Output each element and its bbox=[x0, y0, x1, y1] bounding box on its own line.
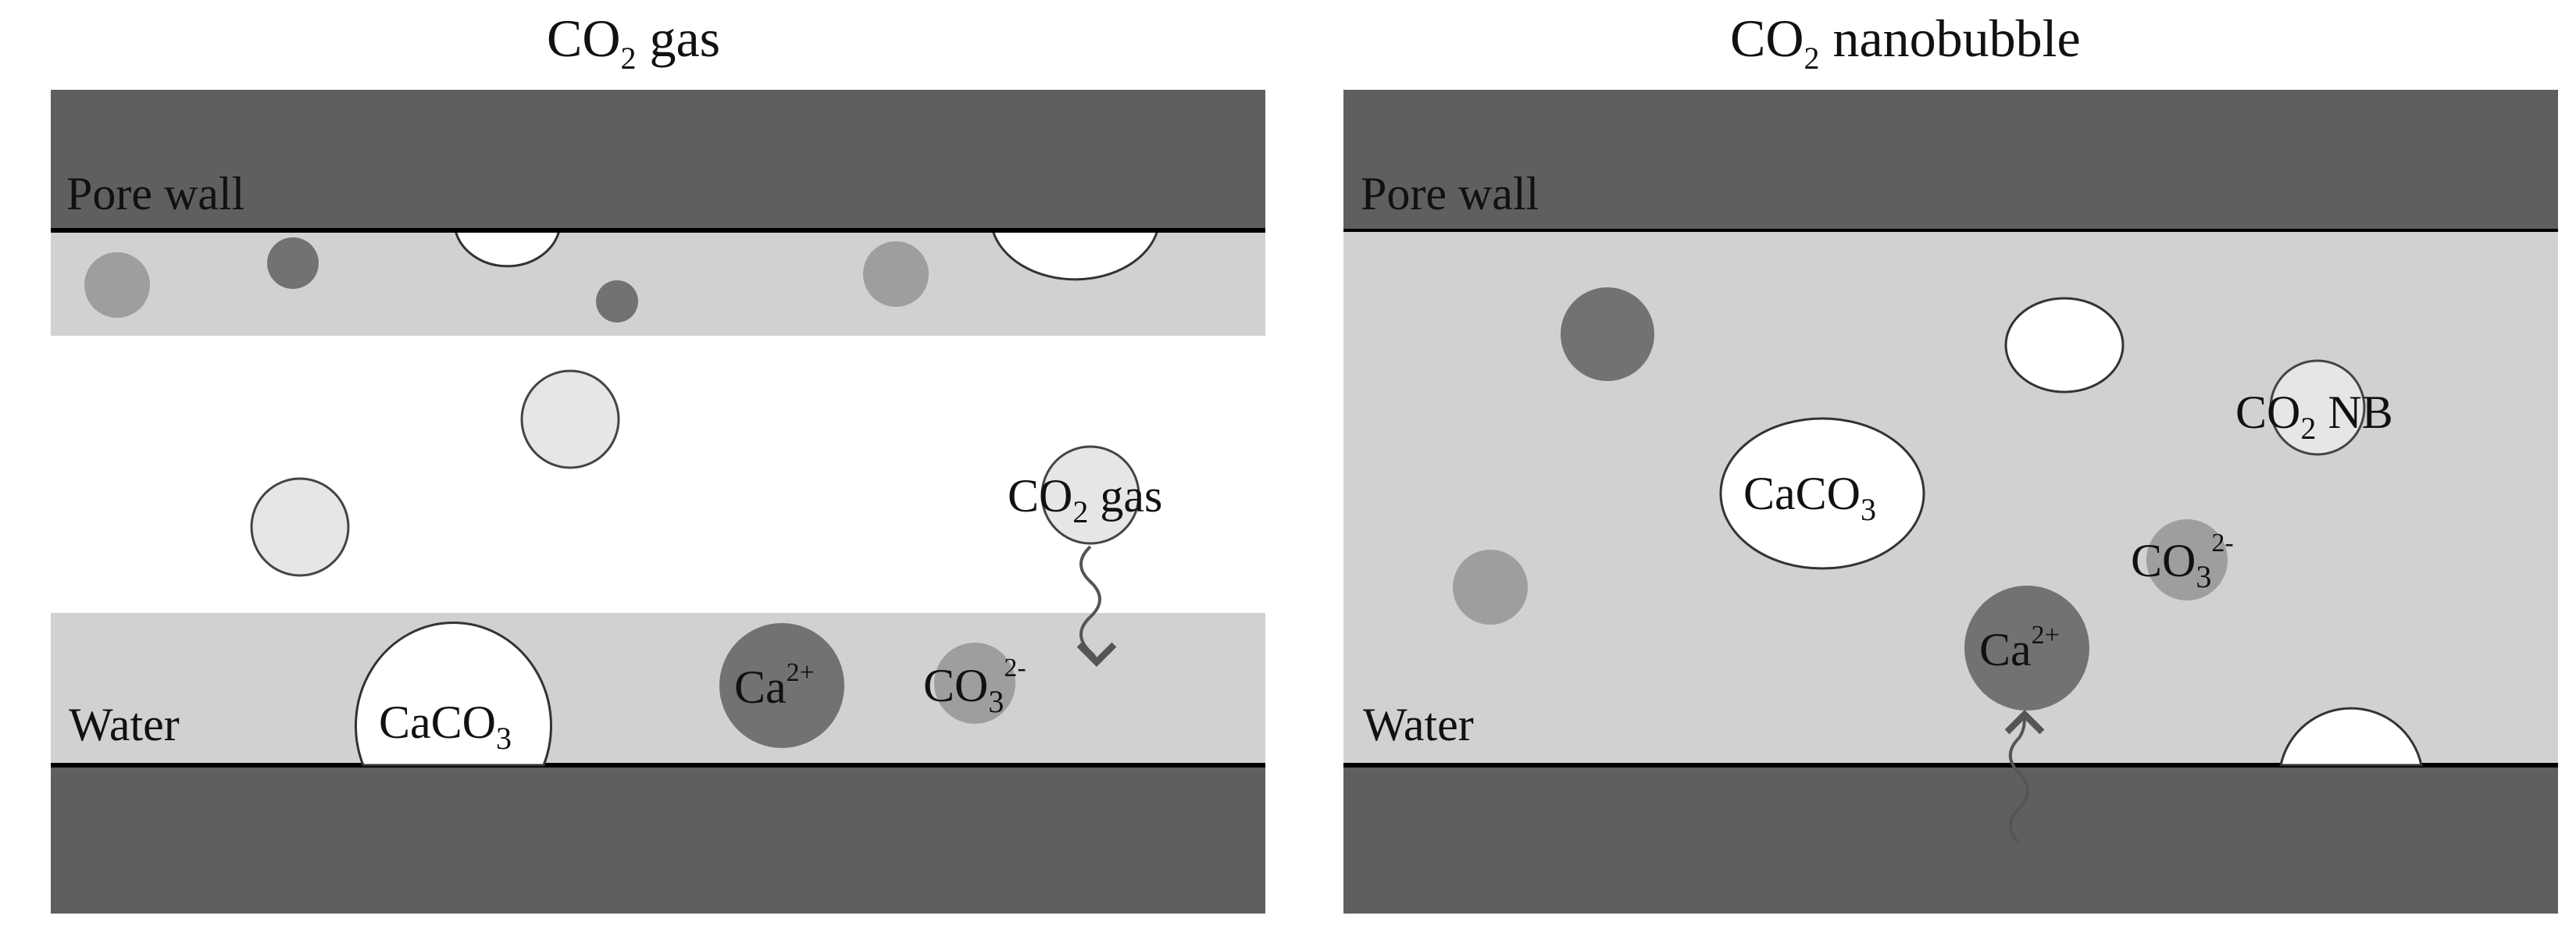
left-co2-gas-bubble-1 bbox=[520, 369, 620, 469]
left-top-bubble-large bbox=[990, 229, 1160, 281]
left-pore-wall-label: Pore wall bbox=[66, 168, 244, 219]
right-ca-ion-large bbox=[1964, 586, 2089, 711]
right-caco3-particle bbox=[1719, 417, 1925, 570]
left-panel-title: CO2 gas bbox=[547, 9, 720, 76]
left-water-label: Water bbox=[69, 699, 180, 750]
right-dissolution-arrow bbox=[2004, 710, 2045, 845]
left-diffusion-arrow bbox=[1076, 545, 1117, 667]
right-pore-wall-label: Pore wall bbox=[1361, 168, 1539, 219]
left-caco3-deposit bbox=[355, 622, 552, 767]
left-ca-ion-large bbox=[719, 623, 844, 748]
right-pore-wall-bottom bbox=[1343, 765, 2558, 914]
left-water-layer-bottom bbox=[51, 613, 1265, 765]
left-panel: CO2 gas Pore wall CO2 gas CaCO3 bbox=[51, 9, 1265, 914]
left-ca-ion-2 bbox=[596, 280, 638, 322]
left-co2-gas-label: CO2 gas bbox=[1008, 470, 1162, 529]
left-caco3-label: CaCO3 bbox=[379, 696, 512, 756]
right-co2-nanobubble bbox=[2269, 359, 2366, 456]
left-ca-ion-1 bbox=[267, 237, 319, 289]
right-nanobubble-label: CO2 NB bbox=[2235, 387, 2393, 446]
left-top-bubble-small bbox=[454, 229, 561, 268]
left-ca-ion-label: Ca2+ bbox=[734, 658, 815, 713]
left-co3-ion-2 bbox=[863, 241, 929, 307]
right-water-label: Water bbox=[1363, 699, 1474, 750]
right-pore-wall-top bbox=[1343, 90, 2558, 230]
left-co2-gas-bubble-2 bbox=[250, 477, 350, 577]
right-co3-ion bbox=[2146, 519, 2228, 600]
left-co2-gas-bubble-3 bbox=[1040, 445, 1140, 545]
left-co3-ion-large bbox=[934, 643, 1015, 724]
right-bottom-bubble bbox=[2279, 707, 2423, 767]
left-pore-wall-top bbox=[51, 90, 1265, 230]
right-co3-ion-small bbox=[1453, 550, 1528, 625]
right-co3-ion-label: CO32- bbox=[2131, 529, 2234, 594]
left-pore-wall-bottom bbox=[51, 765, 1265, 914]
right-panel: CO2 nanobubble Pore wall CO2 NB CaCO3 CO… bbox=[1343, 9, 2558, 914]
left-co3-ion-label: CO32- bbox=[923, 654, 1026, 719]
right-ca-ion-1 bbox=[1561, 287, 1654, 381]
right-panel-title: CO2 nanobubble bbox=[1730, 9, 2081, 76]
right-water-layer bbox=[1343, 230, 2558, 765]
right-ca-ion-label: Ca2+ bbox=[1979, 621, 2060, 675]
right-nanobubble-1 bbox=[2004, 297, 2125, 394]
left-co3-ion-1 bbox=[84, 252, 150, 318]
right-caco3-label: CaCO3 bbox=[1743, 468, 1876, 527]
